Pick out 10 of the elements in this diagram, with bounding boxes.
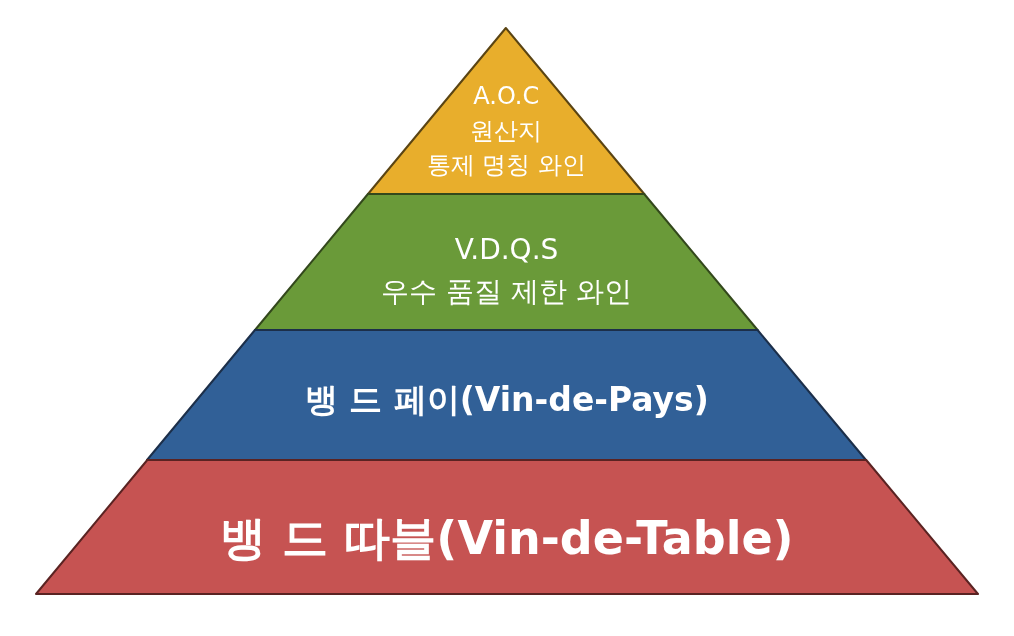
tier-description: 원산지 통제 명칭 와인 (425, 115, 587, 182)
pyramid-tier (147, 330, 867, 460)
pyramid-tier (255, 194, 758, 330)
tier-description: 우수 품질 제한 와인 (381, 274, 632, 310)
pyramid-tier (368, 28, 645, 194)
pyramid-tier (36, 460, 978, 594)
tier-heading: V.D.Q.S (454, 232, 559, 268)
tier-label: 뱅 드 페이(Vin-de-Pays) (304, 378, 709, 421)
tier-heading: A.O.C (473, 80, 540, 112)
tier-label: 뱅 드 따블(Vin-de-Table) (220, 510, 794, 568)
